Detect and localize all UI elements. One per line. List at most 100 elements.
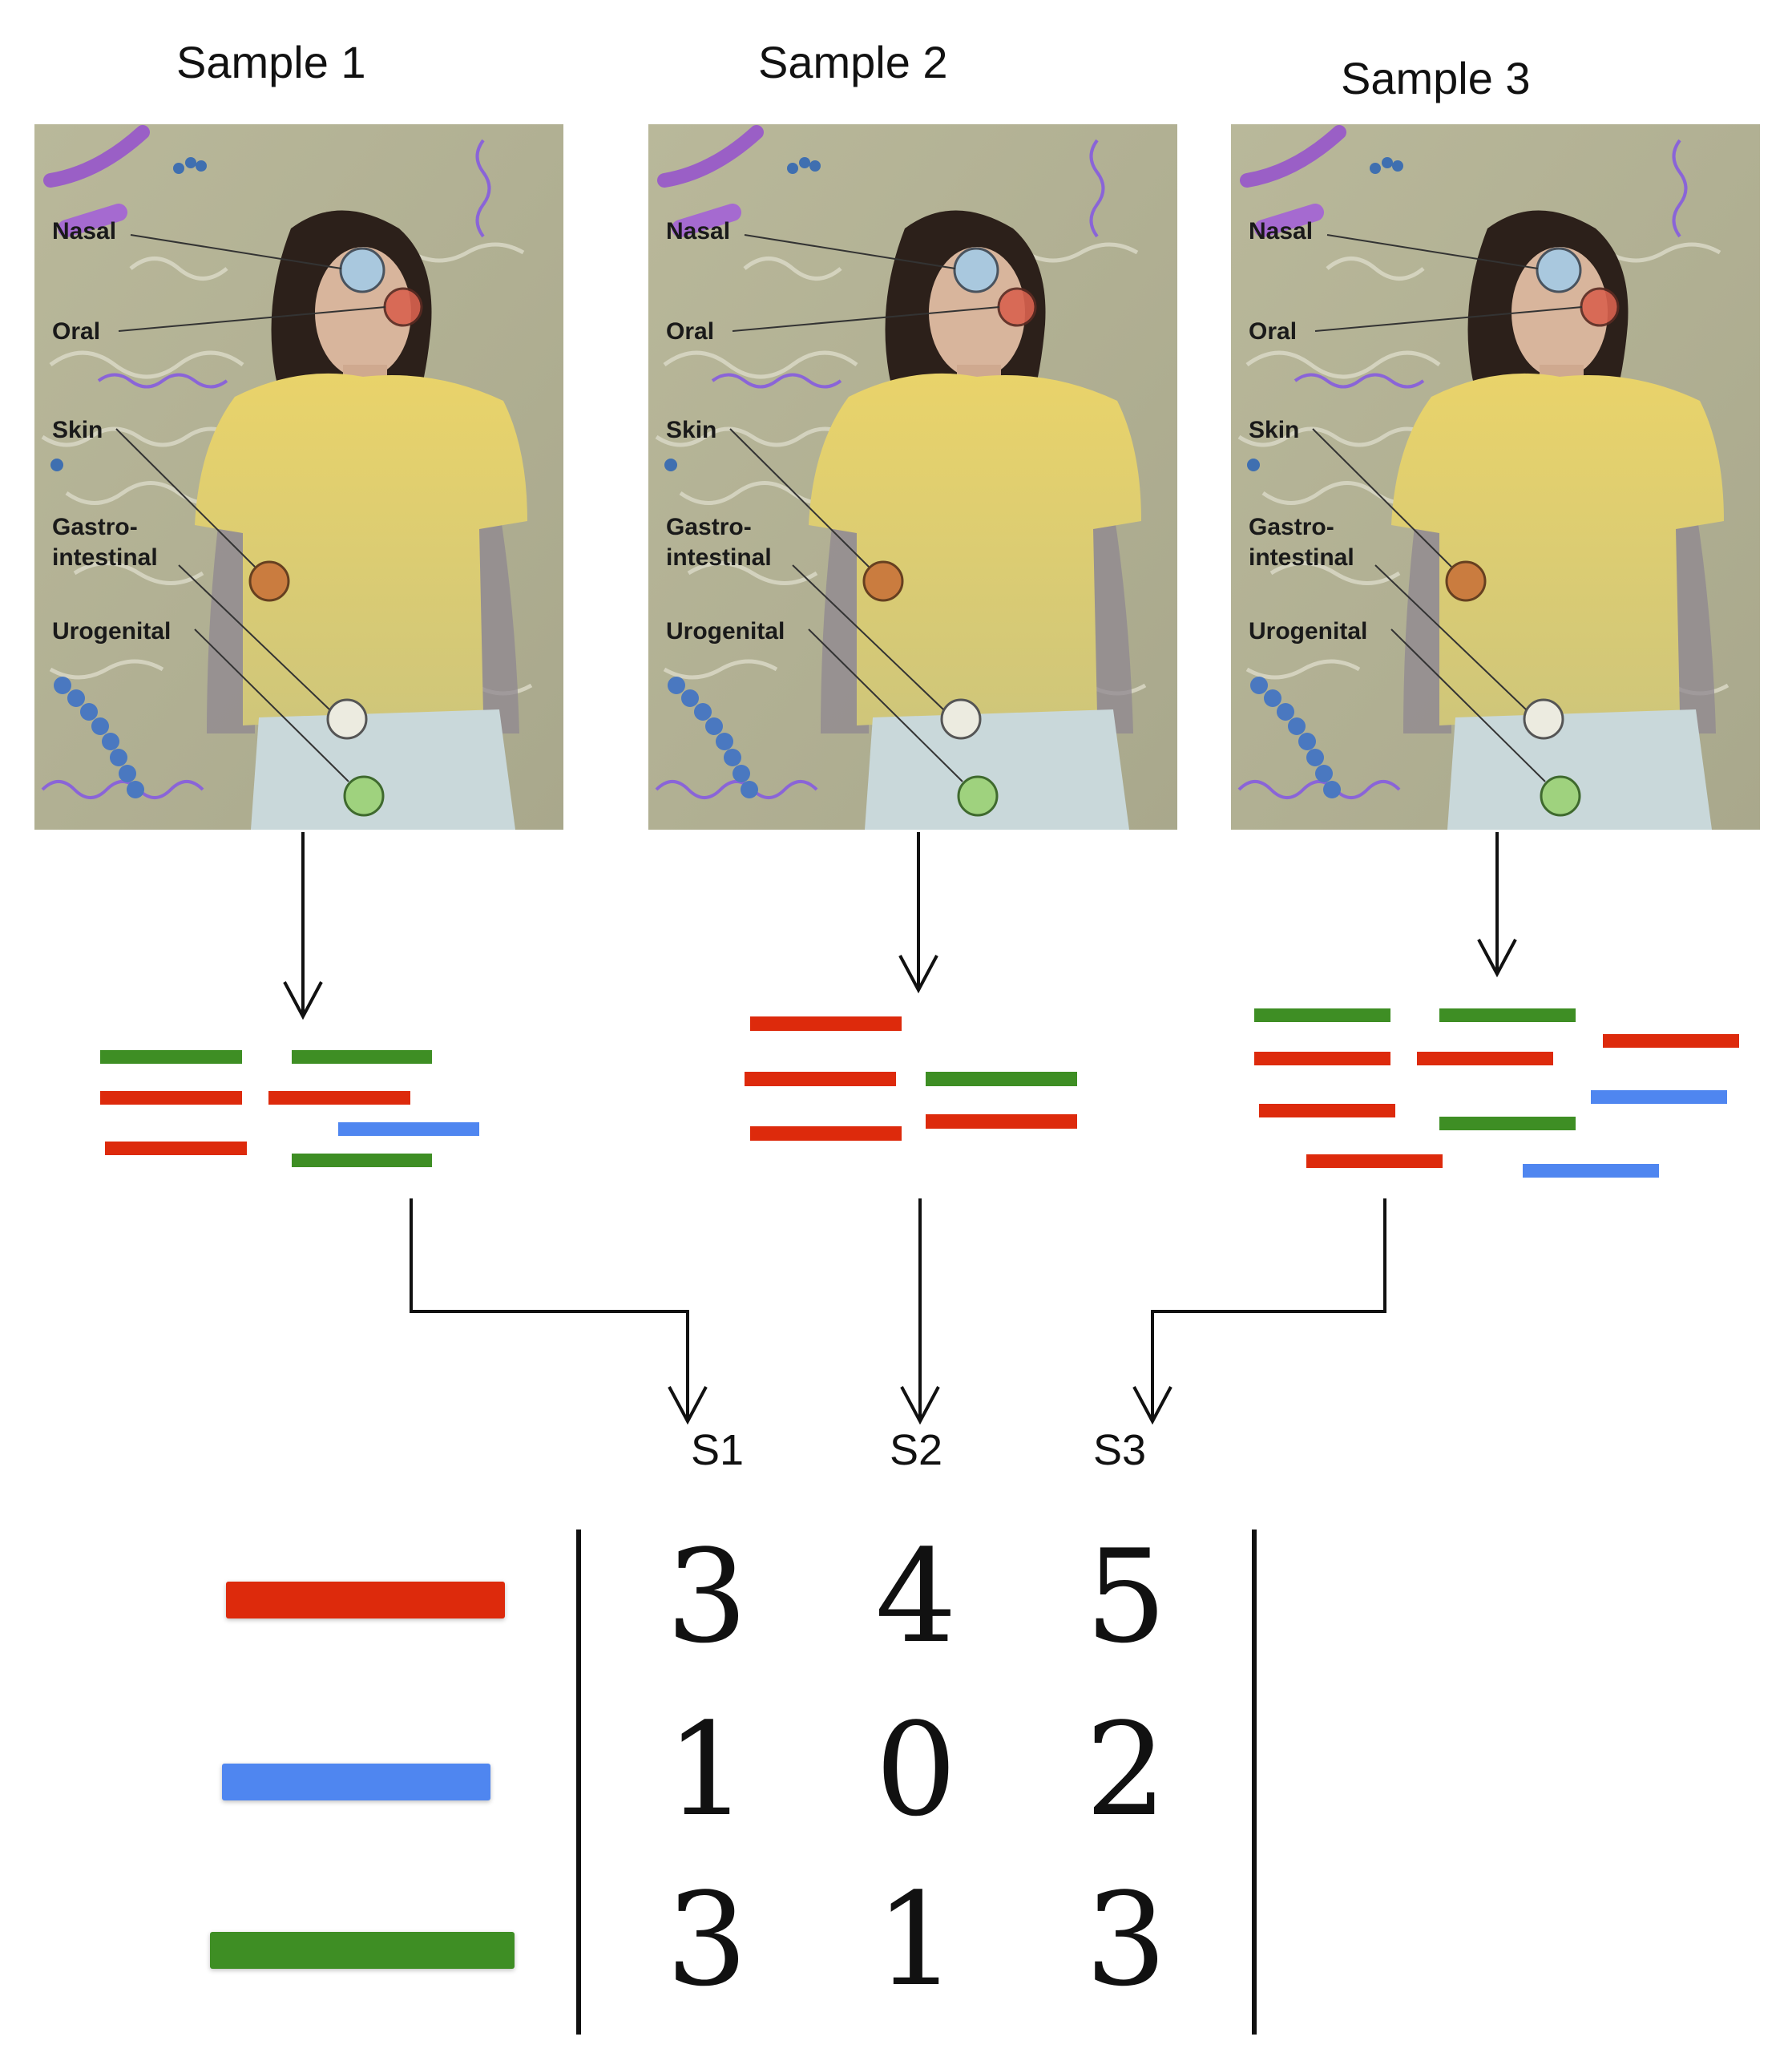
cocci-icon [1247, 157, 1403, 471]
human-figure [809, 210, 1141, 830]
gastro-label-line2: intestinal [666, 544, 772, 571]
read-red [745, 1072, 896, 1086]
bacteria-rod-icon [43, 125, 150, 237]
read-green [100, 1050, 242, 1064]
skin-label: Skin [666, 417, 716, 443]
read-blue [1591, 1090, 1727, 1104]
oral-label: Oral [1249, 318, 1297, 345]
bacteria-rod-icon [1240, 125, 1346, 237]
matrix-cell: 0 [875, 1695, 957, 1845]
column-label-s2: S2 [890, 1426, 943, 1474]
gastrointestinal-site-marker [1523, 698, 1564, 740]
read-green [926, 1072, 1077, 1086]
human-figure [195, 210, 527, 830]
spirochete-icon [97, 373, 228, 389]
oral-site-marker [383, 287, 423, 327]
read-red [1306, 1154, 1443, 1168]
read-green [1254, 1008, 1390, 1022]
urogenital-label: Urogenital [666, 618, 785, 645]
matrix-cell: 4 [875, 1521, 957, 1671]
skin-label: Skin [1249, 417, 1299, 443]
gastrointestinal-site-marker [326, 698, 368, 740]
nasal-site-marker [953, 247, 999, 293]
gastro-label-line2: intestinal [52, 544, 158, 571]
urogenital-label: Urogenital [52, 618, 171, 645]
sample-2-title: Sample 2 [758, 37, 948, 87]
nasal-label: Nasal [666, 218, 730, 244]
cocci-chain-icon [1250, 677, 1341, 798]
gastro-label-line1: Gastro- [1249, 514, 1334, 540]
gastro-label-line2: intestinal [1249, 544, 1354, 571]
cocci-icon [50, 157, 207, 471]
matrix-cell: 5 [1085, 1521, 1167, 1671]
read-red [750, 1016, 902, 1031]
read-red [1254, 1052, 1390, 1065]
urogenital-site-marker [1540, 775, 1581, 817]
skin-site-marker [248, 560, 290, 602]
sample-3-reads [1254, 1008, 1739, 1178]
nasal-site-marker [339, 247, 385, 293]
matrix-cell: 3 [1085, 1865, 1167, 2014]
column-label-s3: S3 [1093, 1426, 1147, 1474]
matrix-cell: 3 [666, 1521, 748, 1671]
skin-site-marker [862, 560, 904, 602]
matrix-cell: 3 [666, 1865, 748, 2014]
nasal-label: Nasal [1249, 218, 1313, 244]
spirochete-icon [1089, 139, 1105, 238]
read-red [1417, 1052, 1553, 1065]
cocci-icon [664, 157, 821, 471]
nasal-site-marker [1536, 247, 1582, 293]
read-red [1603, 1034, 1739, 1048]
sample-3-illustration: Nasal Oral Skin Gastro- intestinal Uroge… [1231, 124, 1760, 830]
nasal-label: Nasal [52, 218, 116, 244]
sample-2-illustration: Nasal Oral Skin Gastro- intestinal Uroge… [648, 124, 1177, 830]
oral-site-marker [997, 287, 1037, 327]
read-red [268, 1091, 410, 1105]
skin-site-marker [1445, 560, 1487, 602]
sample-3-title: Sample 3 [1341, 53, 1531, 103]
row-key-green-bar [210, 1932, 515, 1969]
cocci-chain-icon [668, 677, 758, 798]
read-red [105, 1142, 247, 1155]
matrix-cell: 1 [875, 1865, 957, 2014]
connector-reads-1-to-s1 [410, 1198, 689, 1419]
spirochete-icon [1237, 780, 1401, 799]
urogenital-site-marker [343, 775, 385, 817]
read-red [100, 1091, 242, 1105]
read-green [1439, 1117, 1576, 1130]
sample-1-title: Sample 1 [176, 37, 366, 87]
read-green [292, 1154, 432, 1167]
column-label-s1: S1 [691, 1426, 745, 1474]
matrix-right-bracket [1252, 1530, 1257, 2035]
read-red [750, 1126, 902, 1141]
connector-reads-3-to-s3 [1151, 1198, 1386, 1419]
urogenital-label: Urogenital [1249, 618, 1367, 645]
gastro-label-line1: Gastro- [52, 514, 138, 540]
spirochete-icon [41, 780, 204, 799]
matrix-left-bracket [576, 1530, 581, 2035]
matrix-cell: 1 [666, 1695, 748, 1845]
read-red [926, 1114, 1077, 1129]
gastrointestinal-site-marker [940, 698, 982, 740]
spirochete-icon [655, 780, 818, 799]
oral-label: Oral [52, 318, 100, 345]
spirochete-icon [1672, 139, 1688, 238]
oral-label: Oral [666, 318, 714, 345]
sample-2-reads [745, 1016, 1077, 1141]
skin-label: Skin [52, 417, 103, 443]
row-key-red-bar [226, 1582, 505, 1618]
read-red [1259, 1104, 1395, 1117]
read-green [292, 1050, 432, 1064]
read-green [1439, 1008, 1576, 1022]
oral-site-marker [1580, 287, 1620, 327]
sample-1-reads [100, 1050, 479, 1167]
row-key-blue-bar [222, 1764, 490, 1800]
read-blue [338, 1122, 479, 1136]
human-figure [1391, 210, 1724, 830]
urogenital-site-marker [957, 775, 999, 817]
spirochete-icon [1294, 373, 1425, 389]
spirochete-icon [475, 139, 491, 238]
spirochete-icon [711, 373, 842, 389]
bacteria-rod-icon [657, 125, 764, 237]
matrix-cell: 2 [1085, 1695, 1167, 1845]
